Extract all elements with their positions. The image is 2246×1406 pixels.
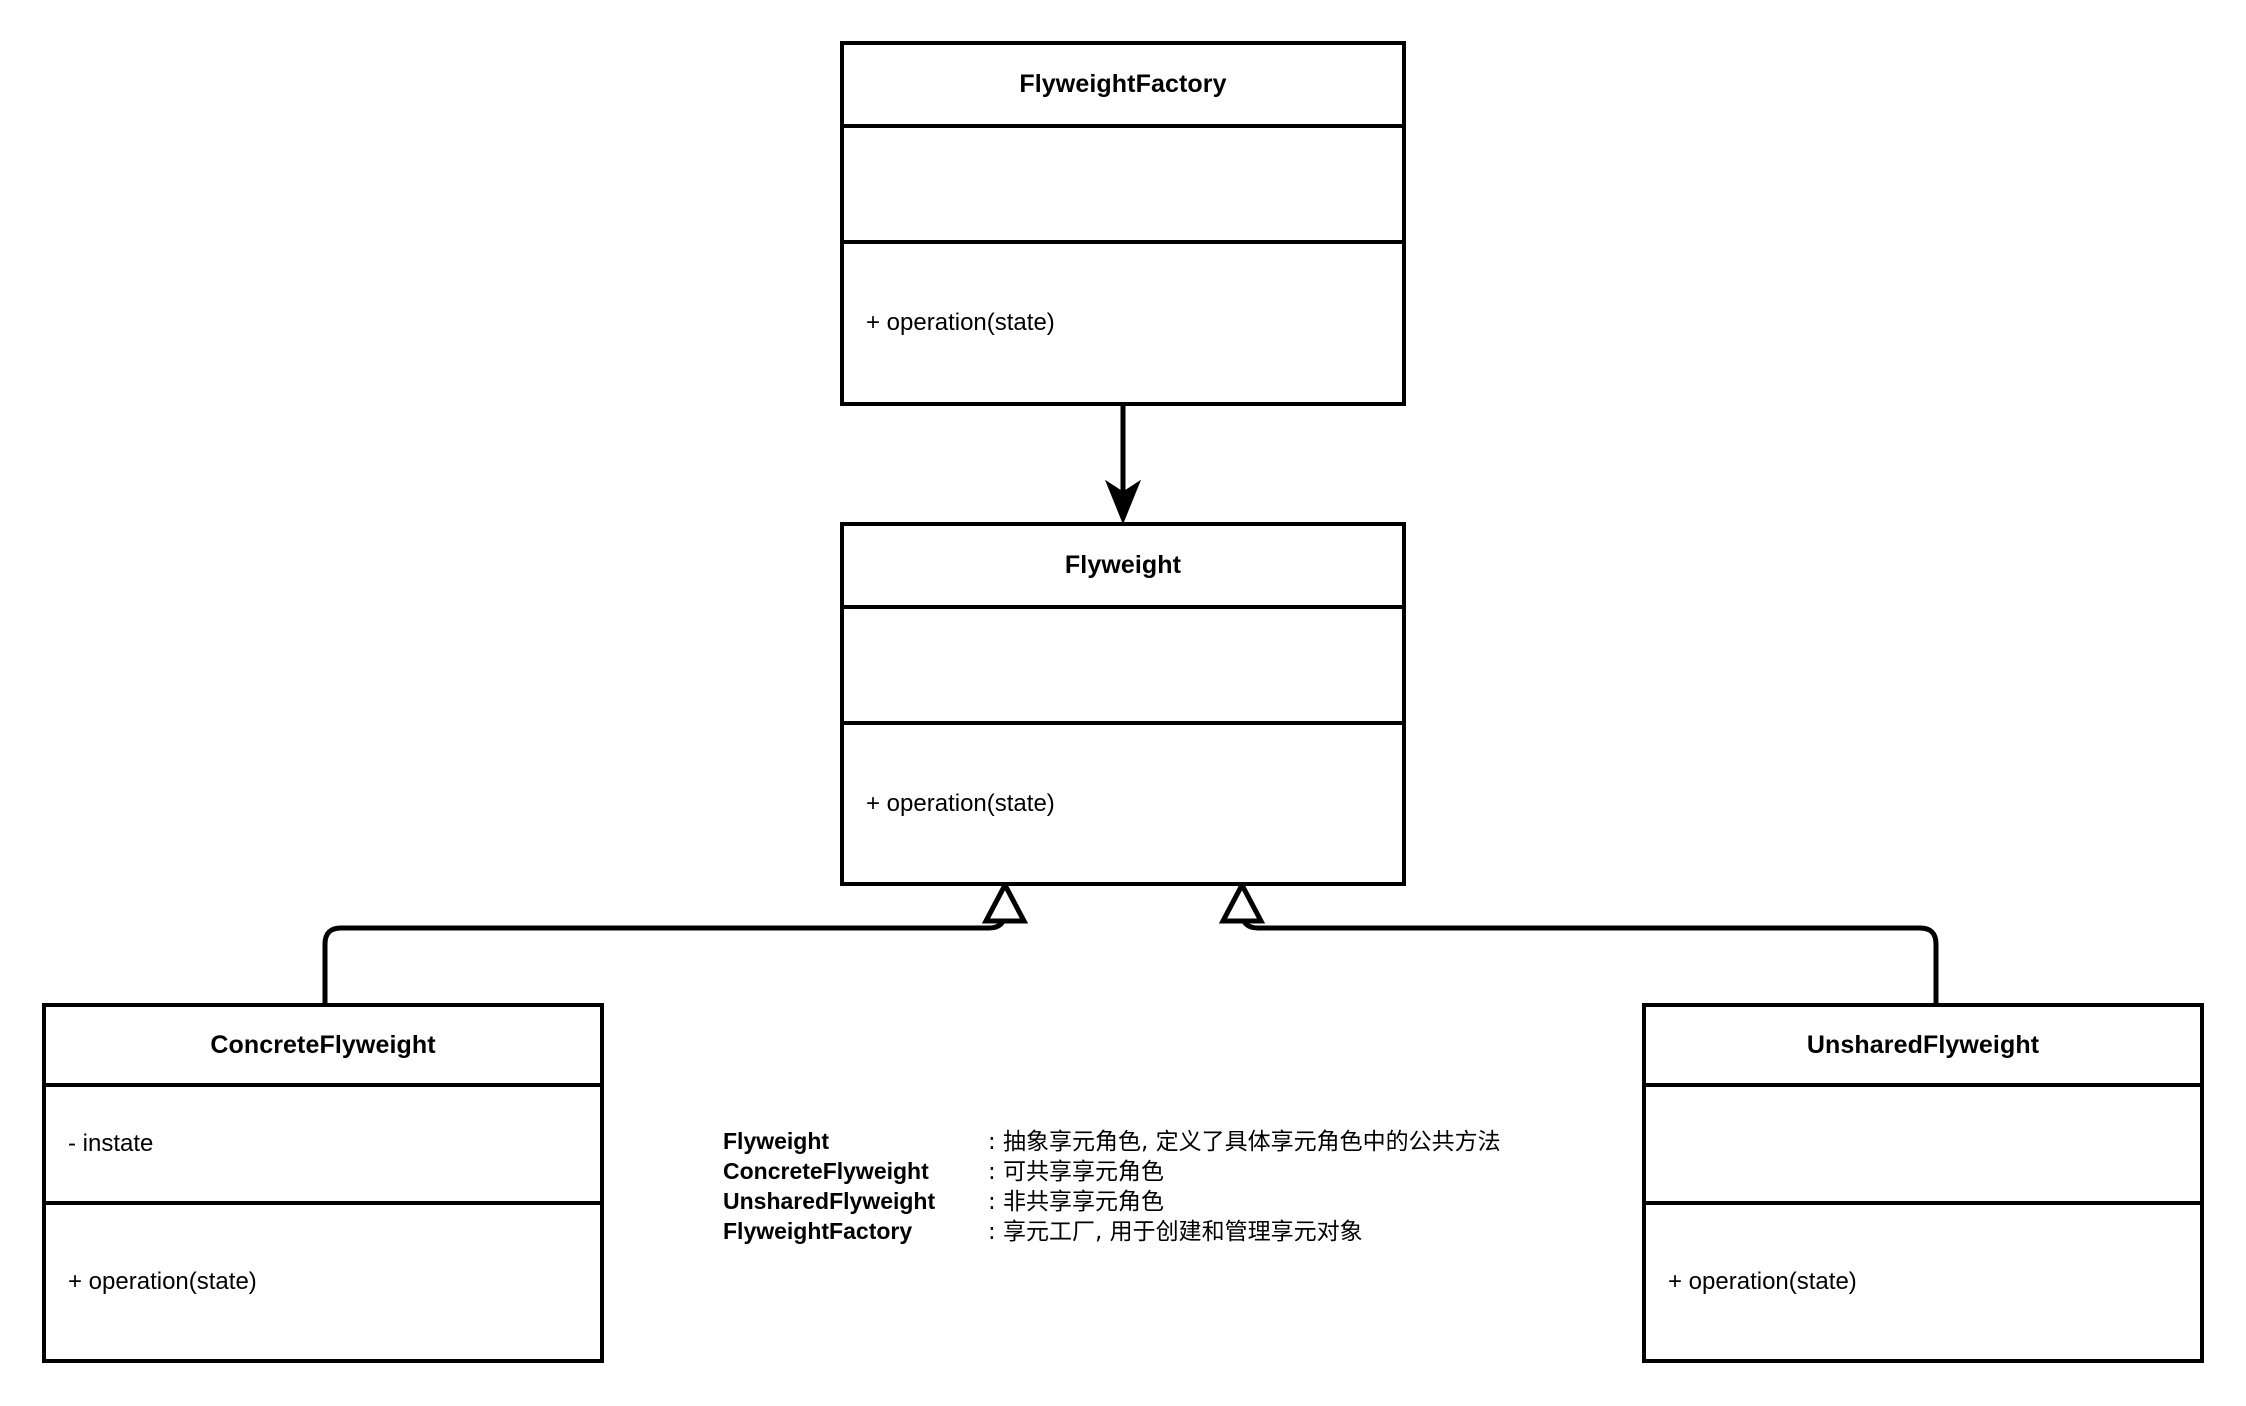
class-methods-compartment: + operation(state) bbox=[844, 721, 1402, 882]
class-attributes-compartment bbox=[844, 124, 1402, 240]
class-box-flyweight-factory[interactable]: FlyweightFactory + operation(state) bbox=[840, 41, 1406, 406]
legend-term: UnsharedFlyweight bbox=[723, 1188, 936, 1214]
class-attributes-text: - instate bbox=[68, 1130, 154, 1157]
legend-description: : 非共享享元角色 bbox=[988, 1189, 1165, 1215]
legend-row: FlyweightFactory : 享元工厂, 用于创建和管理享元对象 bbox=[723, 1216, 1553, 1246]
class-attributes-compartment bbox=[844, 605, 1402, 721]
class-box-flyweight[interactable]: Flyweight + operation(state) bbox=[840, 522, 1406, 886]
class-methods-compartment: + operation(state) bbox=[844, 240, 1402, 402]
class-name-label: Flyweight bbox=[1064, 551, 1182, 579]
legend-term: ConcreteFlyweight bbox=[723, 1158, 929, 1184]
class-methods-text: + operation(state) bbox=[1668, 1268, 1857, 1295]
legend-term: Flyweight bbox=[723, 1128, 830, 1154]
class-name-label: ConcreteFlyweight bbox=[210, 1030, 436, 1059]
legend: Flyweight : 抽象享元角色, 定义了具体享元角色中的公共方法 Conc… bbox=[723, 1126, 1553, 1246]
class-box-unshared-flyweight[interactable]: UnsharedFlyweight + operation(state) bbox=[1642, 1003, 2204, 1363]
connector-concrete-to-flyweight bbox=[322, 879, 1029, 1003]
class-attributes-compartment: - instate bbox=[46, 1083, 600, 1201]
legend-row: Flyweight : 抽象享元角色, 定义了具体享元角色中的公共方法 bbox=[723, 1126, 1553, 1156]
class-attributes-compartment bbox=[1646, 1083, 2200, 1201]
legend-description: : 可共享享元角色 bbox=[988, 1159, 1165, 1185]
class-name-label: UnsharedFlyweight bbox=[1806, 1030, 2040, 1059]
legend-term: FlyweightFactory bbox=[723, 1218, 913, 1244]
class-name-compartment: UnsharedFlyweight bbox=[1646, 1007, 2200, 1083]
class-name-compartment: ConcreteFlyweight bbox=[46, 1007, 600, 1083]
class-methods-compartment: + operation(state) bbox=[46, 1201, 600, 1359]
class-methods-text: + operation(state) bbox=[68, 1268, 257, 1295]
legend-row: ConcreteFlyweight : 可共享享元角色 bbox=[723, 1156, 1553, 1186]
class-methods-text: + operation(state) bbox=[866, 309, 1055, 336]
legend-description: : 享元工厂, 用于创建和管理享元对象 bbox=[988, 1219, 1363, 1245]
class-methods-compartment: + operation(state) bbox=[1646, 1201, 2200, 1359]
class-name-compartment: Flyweight bbox=[844, 526, 1402, 605]
legend-row: UnsharedFlyweight : 非共享享元角色 bbox=[723, 1186, 1553, 1216]
class-name-label: FlyweightFactory bbox=[1019, 70, 1227, 98]
class-name-compartment: FlyweightFactory bbox=[844, 45, 1402, 124]
connector-factory-to-flyweight bbox=[1104, 405, 1142, 525]
class-methods-text: + operation(state) bbox=[866, 789, 1055, 817]
class-box-concrete-flyweight[interactable]: ConcreteFlyweight - instate + operation(… bbox=[42, 1003, 604, 1363]
connector-unshared-to-flyweight bbox=[1218, 879, 1939, 1003]
legend-description: : 抽象享元角色, 定义了具体享元角色中的公共方法 bbox=[988, 1129, 1501, 1155]
